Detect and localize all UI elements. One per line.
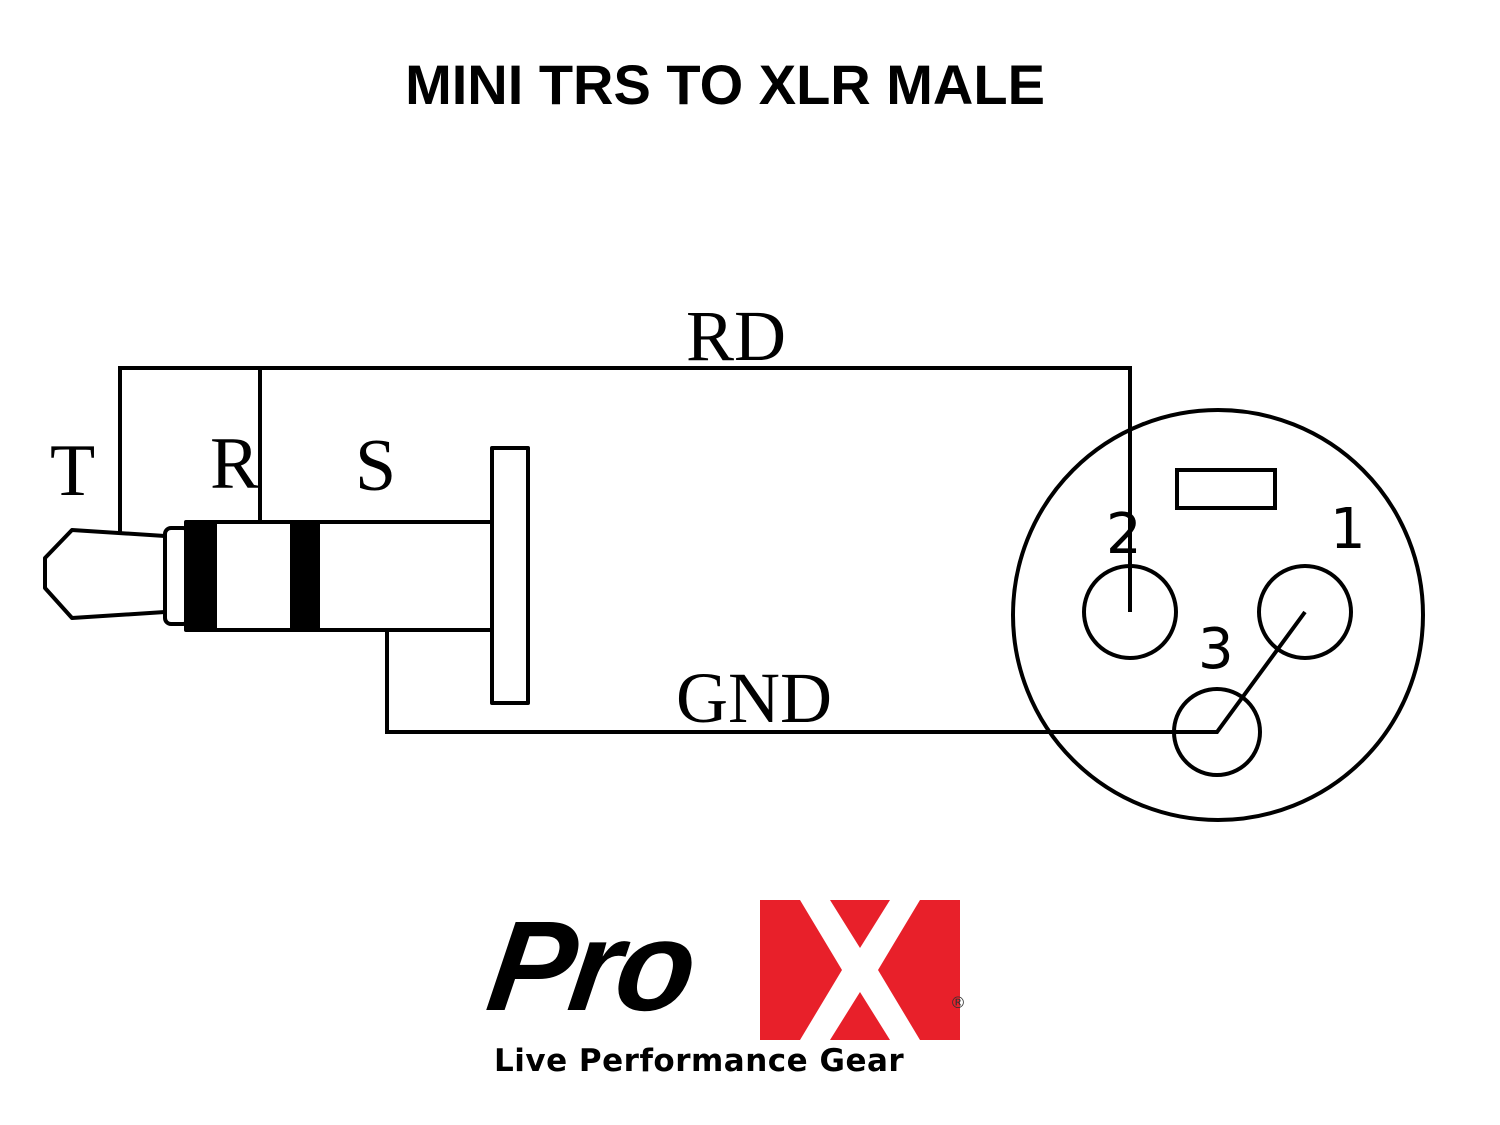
xlr-pin-3-label: 3	[1198, 617, 1234, 682]
xlr-pin-1	[1257, 564, 1353, 660]
label-gnd: GND	[676, 658, 832, 738]
trs-insulator-band-1	[186, 520, 217, 632]
prox-logo: Pro ® Live Performance Gear	[480, 895, 980, 1085]
xlr-pin-1-label: 1	[1330, 497, 1366, 562]
logo-x-icon	[800, 900, 920, 1040]
trs-barrel	[184, 520, 495, 632]
rd-wire	[118, 366, 1132, 612]
label-rd: RD	[686, 296, 786, 376]
logo-registered-mark: ®	[950, 993, 966, 1012]
trs-flange	[490, 446, 530, 705]
trs-tip	[43, 528, 167, 620]
xlr-pin-2-label: 2	[1106, 502, 1142, 567]
gnd-wire	[385, 610, 1307, 734]
logo-x-block	[760, 900, 960, 1040]
wires	[118, 366, 1307, 734]
xlr-pin-3	[1172, 687, 1262, 777]
label-tip: T	[50, 430, 95, 512]
xlr-male-connector	[1011, 408, 1425, 822]
xlr-pin-2	[1082, 564, 1178, 660]
logo-pro-text: Pro	[480, 895, 702, 1038]
trs-plug	[43, 446, 530, 705]
diagram-title: MINI TRS TO XLR MALE	[405, 53, 1045, 116]
label-sleeve: S	[355, 425, 396, 507]
trs-insulator-band-2	[290, 520, 320, 632]
xlr-key	[1175, 468, 1277, 510]
xlr-shell	[1011, 408, 1425, 822]
logo-tagline: Live Performance Gear	[494, 1043, 905, 1079]
label-ring: R	[210, 423, 260, 505]
